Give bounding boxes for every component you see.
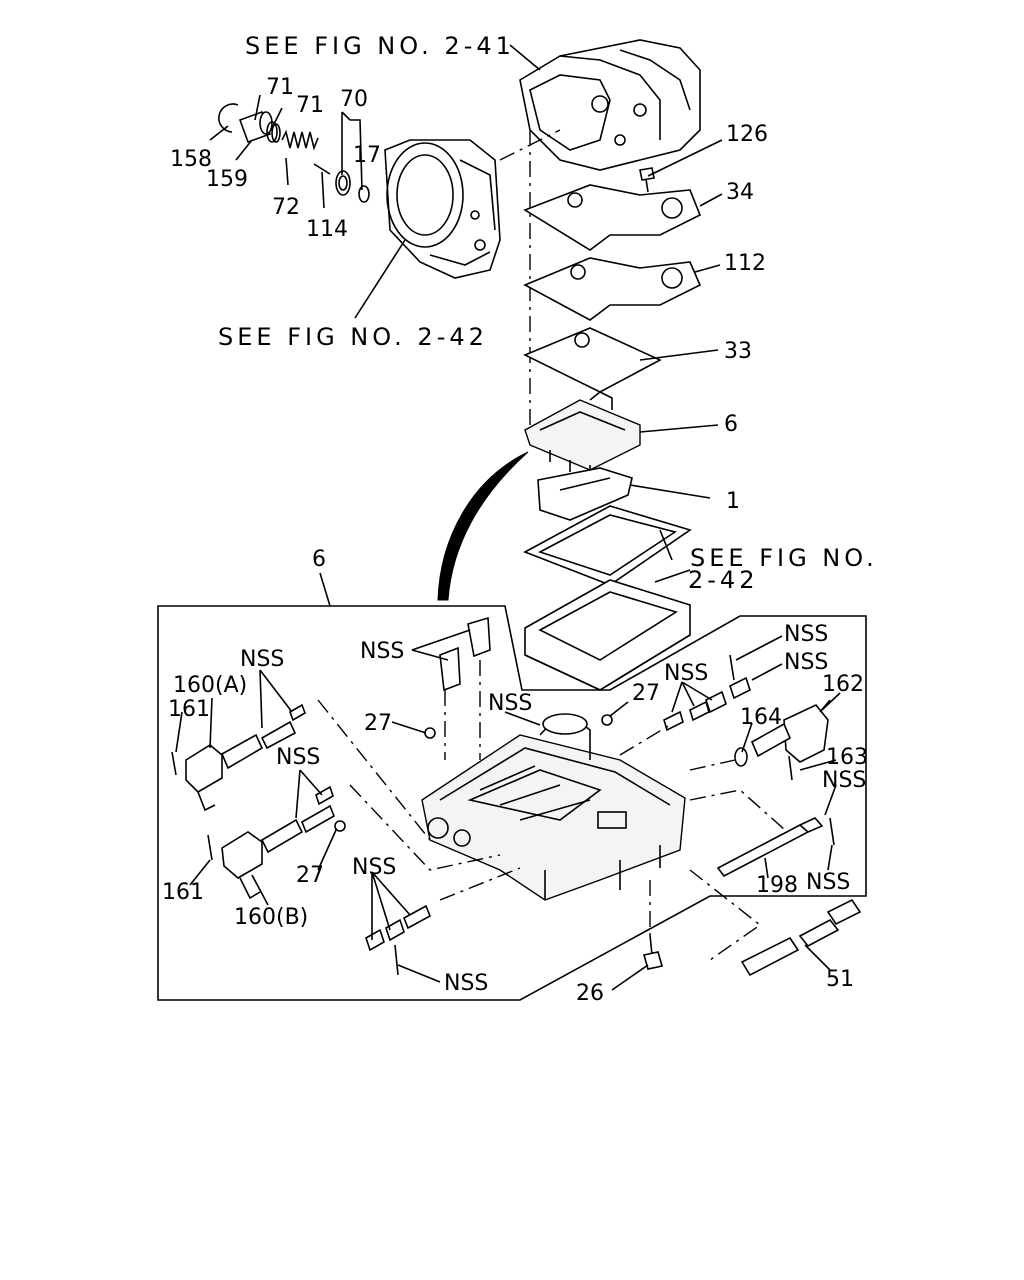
detail-line-2 bbox=[349, 784, 501, 871]
label-71a: 71 bbox=[266, 75, 294, 100]
plate-112 bbox=[523, 257, 702, 321]
bolt-126 bbox=[639, 167, 655, 193]
sleeve-159 bbox=[238, 110, 273, 144]
oring-17 bbox=[358, 185, 370, 203]
bolt-26 bbox=[642, 934, 664, 970]
label-27-lower: 27 bbox=[296, 863, 324, 888]
pin-nss-bottom bbox=[394, 944, 399, 976]
label-198: 198 bbox=[756, 873, 798, 898]
label-114: 114 bbox=[306, 217, 348, 242]
label-161a: 161 bbox=[168, 697, 210, 722]
pin-114 bbox=[313, 163, 331, 175]
callout-labels: SEE FIG NO. 2-41 SEE FIG NO. 2-42 SEE FI… bbox=[162, 32, 878, 1006]
rod-198 bbox=[716, 817, 824, 878]
valve-parts-left-upper bbox=[289, 703, 306, 722]
oil-pan bbox=[524, 579, 691, 691]
pin-161b bbox=[207, 834, 213, 861]
ball-27-center bbox=[601, 714, 613, 726]
label-1: 1 bbox=[726, 489, 740, 514]
snap-ring-158 bbox=[218, 103, 239, 133]
label-6-top: 6 bbox=[724, 412, 738, 437]
clip-nss-2 bbox=[439, 646, 461, 692]
label-see-fig-2-42-top: SEE FIG NO. 2-42 bbox=[218, 323, 488, 351]
solenoid-162 bbox=[750, 699, 831, 763]
detail-line-5 bbox=[689, 759, 736, 771]
label-70: 70 bbox=[340, 87, 368, 112]
label-51: 51 bbox=[826, 967, 854, 992]
label-see-fig-2-42-right-line2: 2-42 bbox=[688, 566, 758, 594]
label-17: 17 bbox=[353, 143, 381, 168]
spring-72 bbox=[281, 129, 319, 151]
label-112: 112 bbox=[724, 251, 766, 276]
detail-line-3 bbox=[439, 867, 521, 901]
label-71b: 71 bbox=[296, 93, 324, 118]
solenoid-160b bbox=[221, 804, 336, 900]
seal-70 bbox=[335, 170, 351, 196]
label-164: 164 bbox=[740, 705, 782, 730]
detail-line-4 bbox=[619, 724, 671, 756]
label-nss-upper-right-b: NSS bbox=[784, 650, 828, 675]
converter-housing bbox=[384, 139, 501, 279]
label-nss-left-b: NSS bbox=[276, 745, 320, 770]
label-160a: 160(A) bbox=[173, 673, 247, 698]
label-nss-left-a: NSS bbox=[240, 647, 284, 672]
valve-body-6-top bbox=[524, 391, 641, 476]
label-160b: 160(B) bbox=[234, 905, 308, 930]
label-nss-clip: NSS bbox=[360, 639, 404, 664]
detail-line-6 bbox=[689, 789, 786, 831]
label-nss-bottom: NSS bbox=[444, 971, 488, 996]
pin-nss-upper-right bbox=[729, 654, 735, 681]
label-26: 26 bbox=[576, 981, 604, 1006]
label-159: 159 bbox=[206, 167, 248, 192]
transmission-case bbox=[519, 39, 701, 171]
pan-gasket bbox=[523, 505, 692, 586]
label-nss-right-mid: NSS bbox=[822, 768, 866, 793]
label-162: 162 bbox=[822, 672, 864, 697]
label-see-fig-2-41: SEE FIG NO. 2-41 bbox=[245, 32, 515, 60]
label-nss-right-low: NSS bbox=[806, 870, 850, 895]
gasket-33 bbox=[523, 327, 662, 393]
gasket-34 bbox=[523, 184, 702, 251]
label-72: 72 bbox=[272, 195, 300, 220]
label-161b: 161 bbox=[162, 880, 204, 905]
detail-line-7 bbox=[689, 869, 762, 961]
clip-nss-1 bbox=[467, 616, 491, 658]
pin-163 bbox=[788, 755, 793, 781]
leader-lines bbox=[175, 44, 841, 991]
valve-parts-left-lower bbox=[315, 785, 334, 806]
detail-box bbox=[157, 605, 867, 1001]
label-27-left: 27 bbox=[364, 711, 392, 736]
pin-161a bbox=[171, 751, 177, 776]
label-nss-bottom-group: NSS bbox=[352, 855, 396, 880]
pin-nss-right bbox=[829, 817, 835, 846]
label-34: 34 bbox=[726, 180, 754, 205]
oring-164 bbox=[734, 747, 748, 767]
label-126: 126 bbox=[726, 122, 768, 147]
label-nss-upper-mid: NSS bbox=[664, 661, 708, 686]
valve-51 bbox=[740, 898, 862, 977]
label-163: 163 bbox=[826, 745, 868, 770]
label-33: 33 bbox=[724, 339, 752, 364]
filter-1 bbox=[537, 467, 633, 521]
assembly-line-housing bbox=[499, 129, 561, 161]
label-158: 158 bbox=[170, 147, 212, 172]
solenoid-160a bbox=[185, 720, 297, 812]
ball-27-lower bbox=[334, 820, 346, 832]
label-nss-upper-right-a: NSS bbox=[784, 622, 828, 647]
valve-body-detail bbox=[421, 713, 686, 901]
valve-parts-upper-right bbox=[663, 676, 751, 732]
detail-arrow bbox=[437, 451, 529, 601]
label-6-detail: 6 bbox=[312, 547, 326, 572]
label-27-center: 27 bbox=[632, 681, 660, 706]
label-see-fig-2-42-right-line1: SEE FIG NO. bbox=[690, 544, 878, 572]
valve-parts-bottom bbox=[365, 904, 432, 952]
ball-27-left bbox=[424, 727, 436, 739]
oring-71 bbox=[266, 121, 281, 143]
detail-line-9 bbox=[444, 660, 481, 760]
label-nss-valve-top: NSS bbox=[488, 691, 532, 716]
